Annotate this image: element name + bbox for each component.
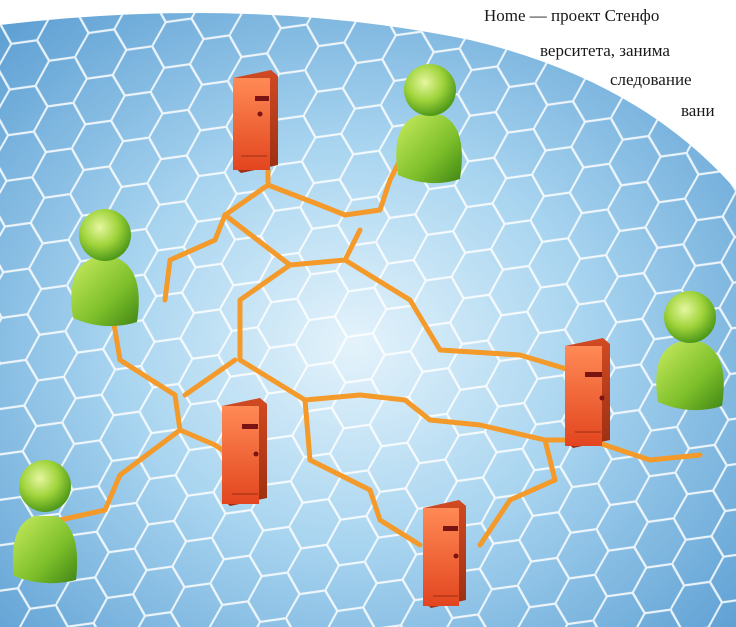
caption-line: Home — проект Стенфо	[484, 6, 660, 25]
network-links	[57, 157, 703, 548]
caption-line: следование	[610, 70, 692, 89]
server-icon	[233, 70, 278, 173]
user-icon	[71, 209, 139, 327]
server-icon	[565, 338, 610, 448]
server-icon	[423, 500, 466, 608]
server-icon	[222, 398, 267, 506]
caption-line: вани	[681, 101, 715, 120]
user-icon	[656, 291, 724, 411]
user-icon	[12, 460, 78, 584]
user-icon	[396, 64, 462, 184]
caption-line: верситета, занима	[540, 41, 670, 60]
